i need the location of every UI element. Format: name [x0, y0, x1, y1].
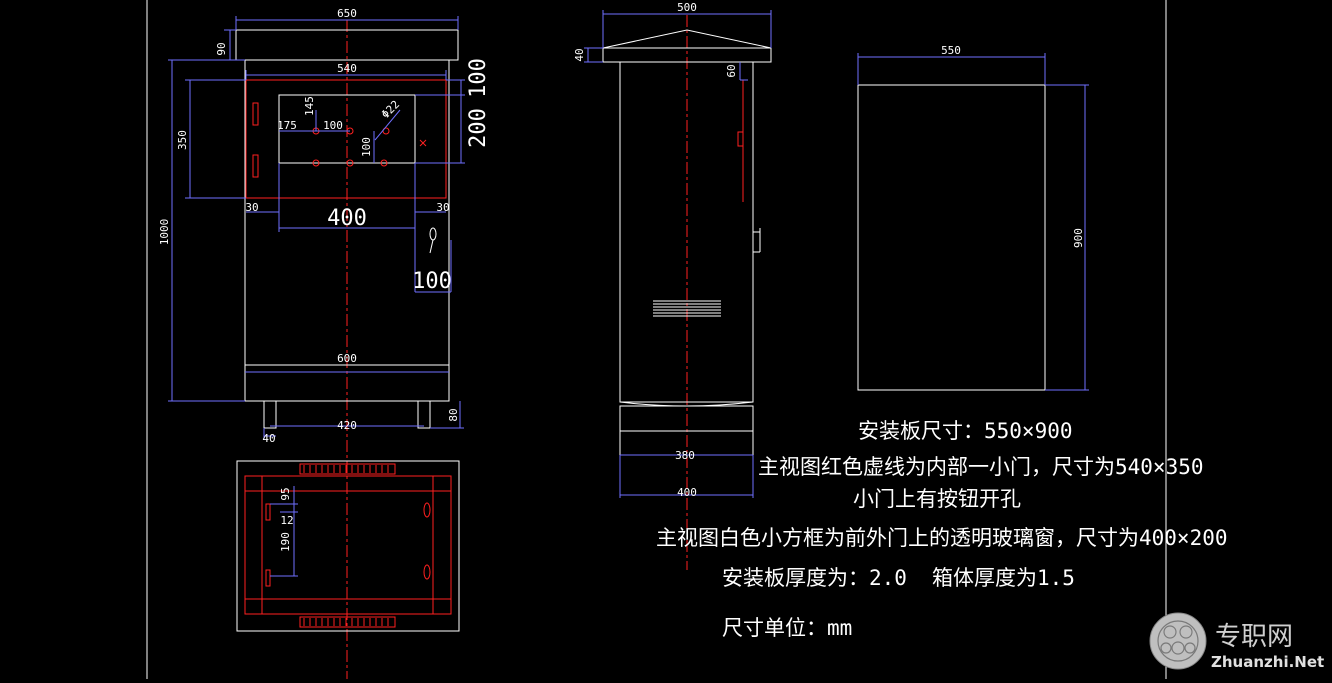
- dim-plan-12: 12: [280, 514, 293, 527]
- dim-plate-width: 550: [941, 44, 961, 57]
- dim-plate-height: 900: [1072, 228, 1085, 248]
- watermark: 专职网 Zhuanzhi.Net: [1149, 612, 1324, 671]
- front-view: 650 90 540 350 1000 30 30 175 145 100 Φ2…: [158, 7, 491, 679]
- note-plate-thickness: 安装板厚度为：2.0: [722, 566, 907, 590]
- watermark-en: Zhuanzhi.Net: [1211, 653, 1324, 671]
- side-view: 500 40 60 380 400: [573, 1, 772, 570]
- note-glass-window: 主视图白色小方框为前外门上的透明玻璃窗，尺寸为400×200: [656, 526, 1228, 550]
- front-dimension-texts-large: 400 100 200 100: [327, 58, 491, 294]
- dim-window-width: 400: [327, 206, 367, 231]
- front-dimension-lines: [168, 16, 465, 440]
- note-body-thickness: 箱体厚度为1.5: [932, 566, 1075, 590]
- mounting-plate: [857, 84, 1046, 391]
- dim-front-body-height: 1000: [158, 219, 171, 246]
- front-outline: [235, 29, 459, 429]
- dim-side-inner-380: 380: [675, 449, 695, 462]
- note-inner-door: 主视图红色虚线为内部一小门，尺寸为540×350: [758, 455, 1204, 479]
- dim-button-175: 175: [277, 119, 297, 132]
- dim-plan-95: 95: [279, 487, 292, 500]
- dim-front-margin-left: 30: [245, 201, 258, 214]
- plan-vent-slats: [303, 465, 389, 626]
- dim-side-roof-height: 40: [573, 48, 586, 61]
- plan-view: 95 12 190: [236, 460, 460, 632]
- dim-front-foot-height: 80: [447, 408, 460, 421]
- note-plate-size: 安装板尺寸：550×900: [858, 419, 1073, 443]
- dim-side-width-top: 500: [677, 1, 697, 14]
- note-unit: 尺寸单位：mm: [722, 616, 852, 640]
- dim-front-foot-width: 40: [262, 432, 275, 445]
- front-inner-door: [245, 79, 447, 199]
- dim-front-base-width: 600: [337, 352, 357, 365]
- dim-button-v100: 100: [360, 137, 373, 157]
- dim-button-145: 145: [303, 96, 316, 116]
- plan-vent-bottom: [299, 616, 396, 628]
- mounting-plate-view: 550 900: [857, 44, 1089, 391]
- watermark-cn: 专职网: [1215, 622, 1293, 652]
- drawing-frame: [146, 0, 1167, 679]
- lock-icon: [429, 227, 437, 254]
- dim-front-width-top: 650: [337, 7, 357, 20]
- note-door-buttons: 小门上有按钮开孔: [853, 487, 1021, 511]
- dim-front-door-width: 540: [337, 62, 357, 75]
- dim-front-roof-height: 90: [215, 42, 228, 55]
- dim-window-height: 200: [466, 108, 491, 148]
- dim-front-foot-span: 420: [337, 419, 357, 432]
- dim-front-door-height: 350: [176, 130, 189, 150]
- dim-button-phi22: Φ22: [379, 98, 402, 121]
- dim-window-top: 100: [466, 58, 491, 98]
- dim-side-outer-400: 400: [677, 486, 697, 499]
- notes: 安装板尺寸：550×900 主视图红色虚线为内部一小门，尺寸为540×350 小…: [656, 419, 1228, 640]
- side-vent-louver: [653, 300, 721, 317]
- plan-vent-top: [299, 463, 396, 475]
- dim-plan-190: 190: [279, 532, 292, 552]
- dim-front-margin-right: 30: [436, 201, 449, 214]
- dim-side-hinge-60: 60: [725, 64, 738, 77]
- dim-button-100: 100: [323, 119, 343, 132]
- dim-lock-100: 100: [412, 269, 452, 294]
